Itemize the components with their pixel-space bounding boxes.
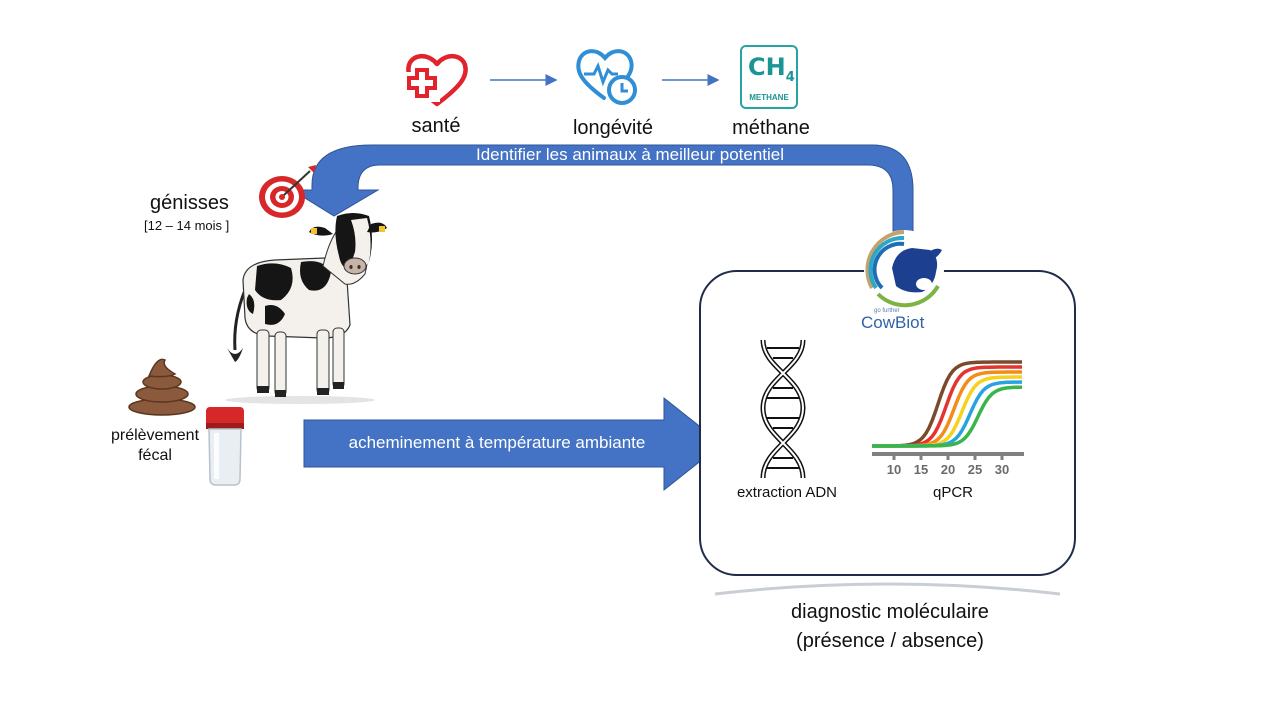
cowbiot-logo-icon [862, 228, 946, 312]
sample-label-line2: fécal [138, 447, 172, 464]
dna-label: extraction ADN [736, 484, 838, 501]
target-dart-icon [256, 163, 318, 221]
qpcr-curve-3 [872, 375, 1022, 448]
feces-icon [127, 354, 197, 416]
lab-box [699, 270, 1076, 576]
cow-illustration [205, 210, 390, 405]
heifers-age-range: [12 – 14 mois ] [144, 218, 230, 233]
qpcr-label: qPCR [932, 484, 973, 501]
heifers-title: génisses [150, 192, 229, 214]
lab-caption: diagnostic moléculaire (présence / absen… [740, 598, 1040, 656]
qpcr-tick-label: 10 [887, 462, 901, 477]
sample-label: prélèvement fécal [100, 426, 210, 466]
qpcr-tick-label: 25 [968, 462, 982, 477]
lab-caption-line2: (présence / absence) [796, 630, 984, 652]
sample-label-line1: prélèvement [110, 427, 200, 444]
transport-arrow [303, 396, 723, 492]
qpcr-tick-label: 20 [941, 462, 955, 477]
lab-box-shadow [714, 582, 1061, 596]
feedback-arrow-label: Identifier les animaux à meilleur potent… [475, 145, 785, 164]
methane-subscript: 4 [785, 70, 795, 85]
methane-icon: CH4 METHANE [740, 45, 802, 113]
transport-arrow-label: acheminement à température ambiante [348, 433, 646, 452]
cowbiot-name: CowBiot [861, 313, 925, 332]
sample-container-icon [204, 405, 246, 487]
methane-formula: CH [748, 53, 786, 81]
dna-helix-icon [755, 338, 811, 480]
label-sante: santé [411, 115, 461, 137]
health-heart-cross-icon [403, 50, 471, 108]
qpcr-curve-5 [872, 385, 1023, 448]
heart-clock-icon [574, 44, 640, 106]
methane-caption: METHANE [749, 93, 789, 102]
qpcr-tick-label: 30 [995, 462, 1009, 477]
label-methane: méthane [732, 117, 810, 139]
lab-caption-line1: diagnostic moléculaire [791, 601, 989, 623]
qpcr-chart: 10 15 20 25 30 [872, 360, 1024, 477]
label-longevite: longévité [572, 117, 654, 139]
cowbiot-tagline: go further [874, 308, 900, 314]
qpcr-tick-label: 15 [914, 462, 928, 477]
